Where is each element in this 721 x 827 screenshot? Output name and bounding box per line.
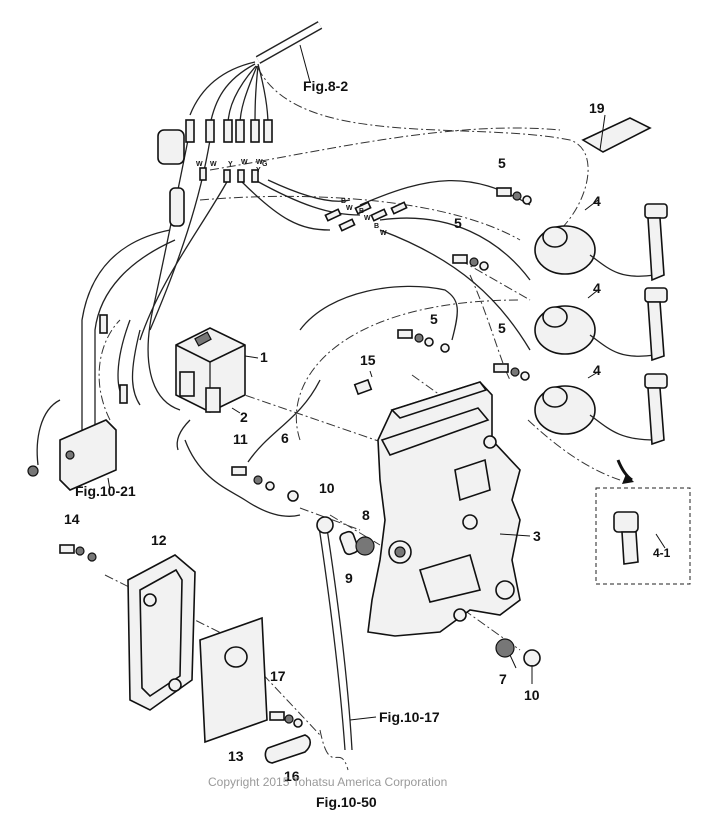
harness-connectors: [99, 119, 408, 404]
wire-harness: [36, 21, 531, 751]
wire-code: W: [256, 159, 263, 166]
copyright-watermark: Copyright 2015 Tohatsu America Corporati…: [208, 775, 447, 789]
fig-ref-10-17: Fig.10-17: [379, 709, 440, 725]
cdi-unit: [175, 327, 246, 413]
wire-code: G: [262, 161, 268, 168]
callout-1: 1: [260, 349, 268, 365]
callout-15: 15: [360, 352, 376, 368]
callout-4-lower: 4: [593, 362, 601, 378]
callout-8: 8: [362, 507, 370, 523]
callout-4-middle: 4: [593, 280, 601, 296]
ignition-coil-upper: [534, 203, 668, 282]
wire-code: W: [196, 161, 203, 168]
callout-3: 3: [533, 528, 541, 544]
leader-lines: [107, 44, 666, 721]
callout-13: 13: [228, 748, 244, 764]
label-sticker: [581, 117, 652, 153]
wire-code: B: [359, 208, 364, 215]
ignition-coil-middle: [534, 287, 668, 362]
regulator: [59, 419, 117, 491]
figure-references: Fig.8-2 Fig.10-21 Fig.10-17 Fig.10-50: [75, 78, 440, 810]
wire-code: W: [380, 230, 387, 237]
electrical-bracket: [367, 381, 521, 637]
callout-11: 11: [233, 431, 248, 447]
callout-2: 2: [240, 409, 248, 425]
callout-14: 14: [64, 511, 80, 527]
callout-9: 9: [345, 570, 353, 586]
fig-ref-10-21: Fig.10-21: [75, 483, 136, 499]
callout-10-lower: 10: [524, 687, 540, 703]
callout-6: 6: [281, 430, 289, 446]
callout-5-c: 5: [430, 311, 438, 327]
callout-5-d: 5: [498, 320, 506, 336]
bracket-cover-plate: [127, 554, 196, 711]
callout-4-1: 4-1: [653, 546, 671, 560]
wire-code: W: [241, 159, 248, 166]
ground-wire: [247, 379, 321, 463]
wire-code: B: [341, 198, 346, 205]
callout-5-a: 5: [498, 155, 506, 171]
wire-code: W: [210, 161, 217, 168]
wire-code: Y: [256, 167, 261, 174]
wire-code: W: [364, 215, 371, 222]
part-callouts: 1 2 3 4 4 4 4-1 5 5 5 5 6 7 8 9 10 10 11…: [64, 100, 671, 784]
wire-code: W: [346, 205, 353, 212]
wire-code: B: [374, 223, 379, 230]
gasket-sheet: [199, 616, 268, 744]
callout-19: 19: [589, 100, 605, 116]
callout-4-upper: 4: [593, 193, 601, 209]
callout-12: 12: [151, 532, 167, 548]
clip: [264, 734, 312, 764]
ignition-coil-lower: [534, 373, 668, 446]
callout-10-upper: 10: [319, 480, 335, 496]
wire-color-codes: W W Y W W B B B W W W Y G: [196, 159, 387, 237]
fig-ref-10-50: Fig.10-50: [316, 794, 377, 810]
wire-code: Y: [228, 161, 233, 168]
bolts-washers: [27, 187, 541, 728]
callout-7: 7: [499, 671, 507, 687]
callout-16: 16: [284, 768, 300, 784]
callout-17: 17: [270, 668, 286, 684]
connector-detail: [595, 459, 691, 585]
callout-5-b: 5: [454, 215, 462, 231]
fig-ref-8-2: Fig.8-2: [303, 78, 348, 94]
